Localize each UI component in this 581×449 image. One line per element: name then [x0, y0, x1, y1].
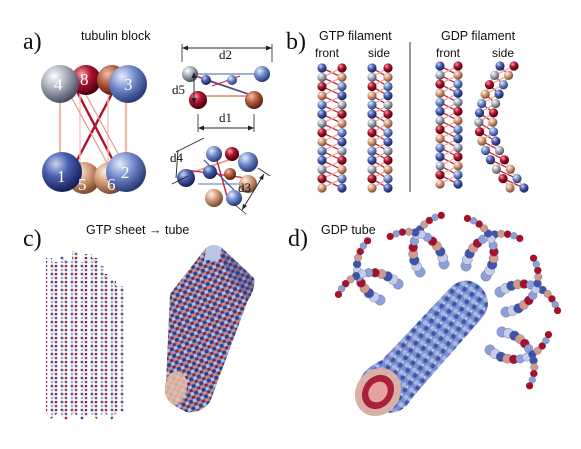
gdp-curls	[334, 211, 562, 390]
distance-block-top	[181, 44, 273, 132]
panel-d: d) GDP tube	[288, 211, 562, 417]
gdp-curl	[494, 279, 562, 315]
node-4-sphere	[41, 65, 79, 103]
d1-label: d1	[219, 110, 232, 125]
gdp-curl	[386, 227, 450, 270]
panel-a: a) tubulin block 8 4 3 1 5 2 6	[23, 29, 273, 215]
gdp-curl	[500, 254, 543, 318]
gdp-side-filament	[474, 61, 529, 193]
panel-c: c) GTP sheet → tube	[23, 223, 255, 420]
node-5-label: 5	[78, 175, 87, 194]
panel-c-label: c)	[23, 226, 42, 252]
gdp-filament-title: GDP filament	[441, 29, 516, 43]
panel-b: b) GTP filament GDP filament front side …	[286, 29, 529, 193]
node-4-label: 4	[54, 75, 63, 94]
gdp-curl	[484, 331, 553, 364]
node-1-sphere	[42, 152, 82, 192]
panel-c-title: GTP sheet → tube	[86, 223, 189, 237]
node-6-label: 6	[107, 175, 116, 194]
gdp-front-label: front	[436, 46, 461, 60]
gdp-tube	[334, 211, 562, 417]
gtp-sheet	[46, 251, 124, 420]
panel-d-label: d)	[288, 226, 308, 252]
d2-label: d2	[219, 47, 232, 62]
gdp-curl	[463, 214, 499, 282]
gdp-side-label: side	[492, 46, 514, 60]
gtp-tube	[164, 245, 255, 413]
gdp-curl	[408, 211, 445, 278]
node-2-sphere	[106, 152, 146, 192]
d5-label: d5	[172, 82, 185, 97]
gtp-side-filament	[367, 63, 393, 193]
panel-a-label: a)	[23, 29, 42, 55]
gtp-front-label: front	[315, 46, 340, 60]
distance-block-bottom	[171, 137, 271, 215]
panel-a-title: tubulin block	[81, 29, 151, 43]
panel-b-label: b)	[286, 29, 306, 55]
gtp-filament-title: GTP filament	[319, 29, 392, 43]
gdp-curl	[460, 229, 524, 272]
gdp-curl	[496, 326, 539, 390]
filaments-group	[317, 61, 529, 193]
gtp-front-filament	[317, 63, 347, 193]
node-1-label: 1	[57, 167, 66, 186]
d4-label: d4	[170, 150, 184, 165]
node-8-label: 8	[80, 70, 89, 89]
node-3-sphere	[109, 65, 147, 103]
node-2-label: 2	[121, 163, 130, 182]
gtp-side-label: side	[368, 46, 390, 60]
gdp-curl	[334, 268, 404, 299]
gdp-front-filament	[435, 61, 463, 189]
d3-label: d3	[238, 180, 251, 195]
panel-d-title: GDP tube	[321, 223, 376, 237]
node-3-label: 3	[124, 75, 133, 94]
